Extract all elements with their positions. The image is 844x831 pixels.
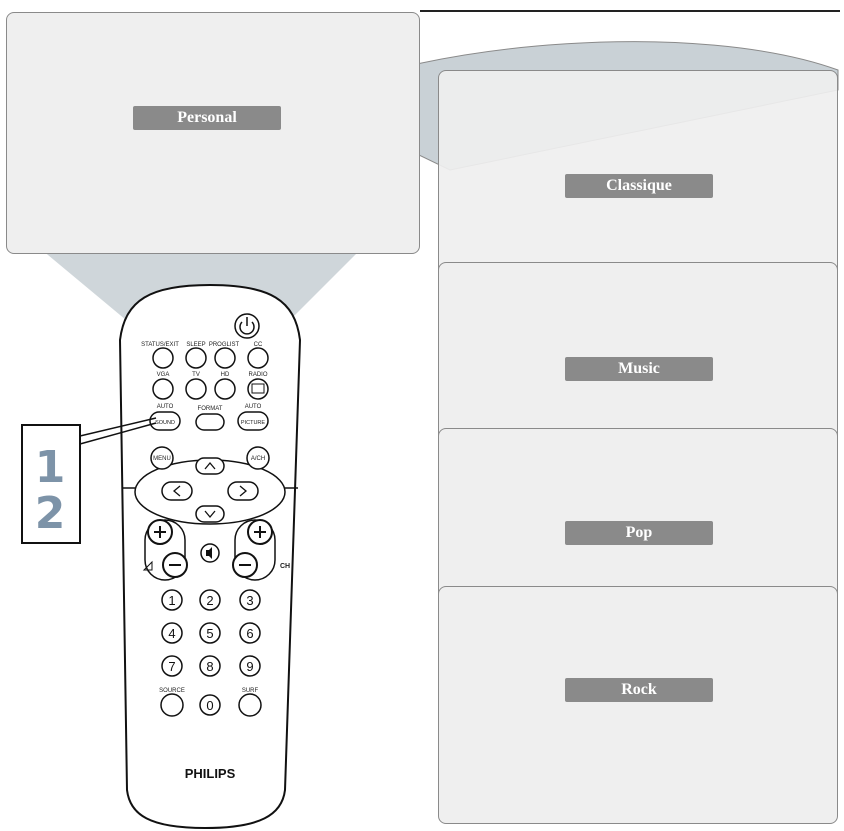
mute-icon: [206, 547, 212, 559]
pop-label[interactable]: Pop: [565, 521, 713, 545]
digit-label-5: 5: [206, 626, 213, 641]
power-icon: [239, 321, 255, 335]
volume-icon: [142, 560, 153, 571]
cursor-left-button[interactable]: [161, 481, 193, 501]
picture-label: PICTURE: [241, 420, 265, 426]
personal-label: Personal: [133, 106, 281, 130]
option-panel-classique: Classique: [438, 70, 838, 300]
status-exit-label: STATUS/EXIT: [141, 342, 179, 348]
auto-sound-button[interactable]: [149, 411, 181, 431]
chevron-up-icon: [204, 461, 216, 470]
source-label: SOURCE: [159, 688, 185, 694]
digit-label-8: 8: [206, 659, 213, 674]
digit-label-0: 0: [206, 698, 213, 713]
radio-label: RADIO: [248, 372, 267, 378]
sound-label: SOUND: [155, 420, 175, 426]
menu-label: MENU: [153, 456, 171, 462]
sleep-button[interactable]: [185, 347, 207, 369]
digit-label-3: 3: [246, 593, 253, 608]
step-box: [21, 424, 81, 544]
screen-panel: Personal: [6, 12, 420, 254]
step-2: 2: [35, 488, 66, 539]
classique-label[interactable]: Classique: [565, 174, 713, 198]
surf-button[interactable]: [238, 693, 262, 717]
plus-icon: [254, 526, 266, 538]
cursor-down-button[interactable]: [195, 505, 225, 523]
chevron-left-icon: [172, 485, 181, 497]
format-label: FORMAT: [198, 406, 223, 412]
teletext-icon: [251, 383, 265, 394]
digit-button-6[interactable]: [239, 622, 261, 644]
cursor-right-button[interactable]: [227, 481, 259, 501]
option-panel-rock: Rock: [438, 586, 838, 824]
digit-label-4: 4: [168, 626, 175, 641]
auto-sound-top-label: AUTO: [157, 404, 174, 410]
digit-button-4[interactable]: [161, 622, 183, 644]
vga-label: VGA: [157, 372, 170, 378]
tv-label: TV: [192, 372, 200, 378]
music-label[interactable]: Music: [565, 357, 713, 381]
tv-button[interactable]: [185, 378, 207, 400]
digit-button-0[interactable]: [199, 694, 221, 716]
digit-label-2: 2: [206, 593, 213, 608]
step-leader-top: [79, 417, 157, 437]
digit-label-7: 7: [168, 659, 175, 674]
digit-button-2[interactable]: [199, 589, 221, 611]
menu-button[interactable]: [150, 446, 174, 470]
status-exit-button[interactable]: [152, 347, 174, 369]
digit-button-1[interactable]: [161, 589, 183, 611]
digit-label-6: 6: [246, 626, 253, 641]
top-rule: [420, 10, 840, 12]
hd-label: HD: [221, 372, 230, 378]
digit-pad: 1 2 3 4 5 6 7 8 9 0: [161, 589, 261, 716]
auto-picture-button[interactable]: [237, 411, 269, 431]
ach-label: A/CH: [251, 456, 265, 462]
digit-button-3[interactable]: [239, 589, 261, 611]
proglist-label: PROGLIST: [209, 342, 240, 348]
source-button[interactable]: [160, 693, 184, 717]
chevron-down-icon: [204, 510, 216, 519]
plus-icon: [154, 526, 166, 538]
auto-picture-top-label: AUTO: [245, 404, 262, 410]
format-button[interactable]: [195, 413, 225, 431]
ch-label: CH: [280, 563, 290, 570]
hd-button[interactable]: [214, 378, 236, 400]
digit-button-7[interactable]: [161, 655, 183, 677]
sleep-label: SLEEP: [186, 342, 205, 348]
digit-button-9[interactable]: [239, 655, 261, 677]
cursor-up-button[interactable]: [195, 457, 225, 475]
brand-logo: PHILIPS: [185, 766, 236, 781]
digit-button-8[interactable]: [199, 655, 221, 677]
chevron-right-icon: [239, 485, 248, 497]
step-1: 1: [35, 442, 66, 493]
ach-button[interactable]: [246, 446, 270, 470]
vga-button[interactable]: [152, 378, 174, 400]
surf-label: SURF: [242, 688, 259, 694]
radio-button[interactable]: [247, 378, 269, 400]
proglist-button[interactable]: [214, 347, 236, 369]
step-leader-bottom: [79, 422, 157, 445]
digit-label-9: 9: [246, 659, 253, 674]
cc-button[interactable]: [247, 347, 269, 369]
cc-label: CC: [254, 342, 263, 348]
rock-label[interactable]: Rock: [565, 678, 713, 702]
digit-button-5[interactable]: [199, 622, 221, 644]
digit-label-1: 1: [168, 593, 175, 608]
